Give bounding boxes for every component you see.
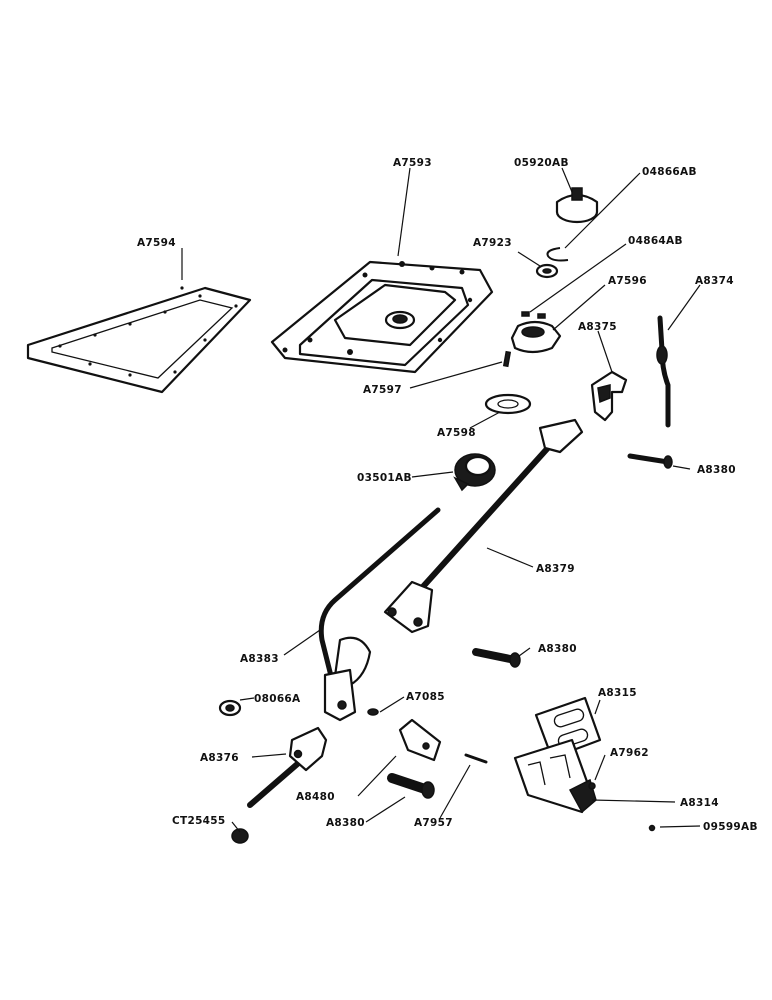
cover-plate-part [270, 260, 494, 374]
label-a7085: A7085 [406, 691, 445, 703]
bent-rod-part [318, 507, 441, 722]
label-a8376: A8376 [200, 752, 239, 764]
ball-09599ab-part [648, 824, 656, 832]
label-a8314: A8314 [680, 797, 719, 809]
label-a8480: A8480 [296, 791, 335, 803]
label-a7594: A7594 [137, 237, 176, 249]
label-a7957: A7957 [414, 817, 453, 829]
pin-mid-part [472, 648, 521, 668]
pin-bottom-part [387, 773, 435, 799]
clevis-pin-part [627, 453, 673, 469]
key-part [521, 311, 530, 317]
label-a7598: A7598 [437, 427, 476, 439]
label-a7593: A7593 [393, 157, 432, 169]
label-09599ab: 09599AB [703, 821, 758, 833]
gasket-ring-part [484, 393, 532, 415]
cap-part [555, 187, 599, 224]
gate-part [513, 738, 597, 814]
label-a7962: A7962 [610, 747, 649, 759]
ball-part [588, 782, 596, 790]
label-a8380-top: A8380 [697, 464, 736, 476]
label-04864ab: 04864AB [628, 235, 683, 247]
label-a8379: A8379 [536, 563, 575, 575]
shifter-shaft-part [656, 315, 671, 428]
leader-lines [181, 167, 701, 833]
gate-plate-part [534, 696, 602, 760]
label-ct25455: CT25455 [172, 815, 226, 827]
shift-lever-part [590, 370, 628, 422]
gasket-part [26, 286, 252, 394]
washer-part [535, 263, 559, 279]
label-03501ab: 03501AB [357, 472, 412, 484]
label-a7923: A7923 [473, 237, 512, 249]
snap-ring-part [546, 247, 569, 262]
label-05920ab: 05920AB [514, 157, 569, 169]
label-a8375: A8375 [578, 321, 617, 333]
shift-rod-part [383, 418, 584, 634]
label-a8380-bot: A8380 [326, 817, 365, 829]
label-a7596: A7596 [608, 275, 647, 287]
yoke-part [247, 726, 328, 808]
bracket-part [398, 718, 442, 762]
knob-part [453, 453, 496, 492]
washer-08066a-part [218, 699, 242, 717]
label-a7597: A7597 [363, 384, 402, 396]
key-part-2 [537, 313, 546, 319]
label-04866ab: 04866AB [642, 166, 697, 178]
label-08066a: 08066A [254, 693, 301, 705]
label-a8380-mid: A8380 [538, 643, 577, 655]
pin-part [502, 350, 512, 368]
label-a8383: A8383 [240, 653, 279, 665]
label-a8315: A8315 [598, 687, 637, 699]
cotter-pin-part [464, 753, 488, 764]
nut-part [231, 828, 249, 844]
housing-part [510, 320, 562, 354]
label-a8374: A8374 [695, 275, 734, 287]
small-pin-part [367, 708, 379, 716]
